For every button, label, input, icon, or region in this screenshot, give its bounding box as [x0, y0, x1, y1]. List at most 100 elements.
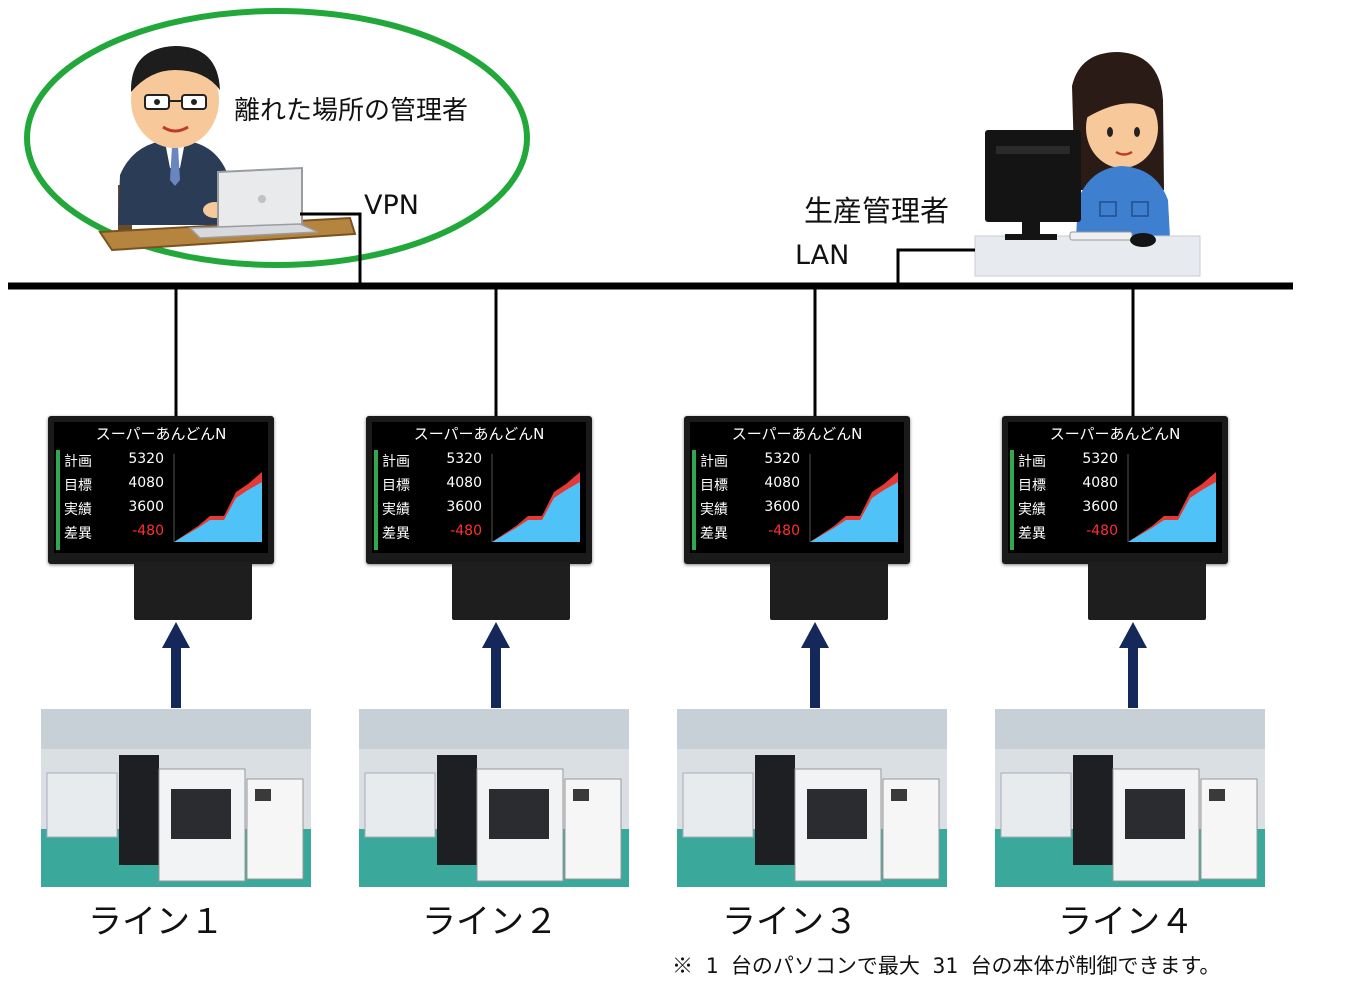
actual-row: 実績 3600	[382, 496, 482, 520]
actual-row: 実績 3600	[700, 496, 800, 520]
production-chart	[491, 454, 580, 542]
difference-row: 差異 -480	[64, 520, 164, 544]
difference-row: 差異 -480	[1018, 520, 1118, 544]
row-value: 3600	[128, 499, 164, 515]
row-value: 3600	[1082, 499, 1118, 515]
target-row: 目標 4080	[700, 472, 800, 496]
line-label-2: ライン２	[422, 902, 558, 942]
andon-display-4: スーパーあんどんN 計画 5320 目標 4080 実績 3600 差異 -480	[1002, 416, 1228, 564]
plan-row: 計画 5320	[1018, 448, 1118, 472]
target-row: 目標 4080	[1018, 472, 1118, 496]
row-label: 実績	[700, 502, 728, 518]
arrow-up-icon	[1119, 622, 1147, 708]
lan-connection	[896, 248, 975, 286]
andon-display-1: スーパーあんどんN 計画 5320 目標 4080 実績 3600 差異 -480	[48, 416, 274, 564]
andon-title: スーパーあんどんN	[731, 425, 863, 443]
row-label: 計画	[700, 454, 728, 470]
plan-row: 計画 5320	[382, 448, 482, 472]
row-value: 4080	[1082, 475, 1118, 491]
target-row: 目標 4080	[382, 472, 482, 496]
row-label: 計画	[64, 454, 92, 470]
row-value: 3600	[764, 499, 800, 515]
row-label: 差異	[1018, 526, 1046, 542]
chart-area	[810, 482, 898, 542]
row-label: 目標	[700, 478, 728, 494]
difference-row: 差異 -480	[700, 520, 800, 544]
control-box-icon	[770, 562, 888, 620]
row-value: 4080	[446, 475, 482, 491]
andon-screen: スーパーあんどんN 計画 5320 目標 4080 実績 3600 差異 -480	[1008, 422, 1222, 553]
plan-row: 計画 5320	[64, 448, 164, 472]
row-label: 計画	[1018, 454, 1046, 470]
laptop-icon	[188, 166, 319, 239]
row-value: 5320	[1082, 451, 1118, 467]
row-label: 差異	[64, 526, 92, 542]
status-bar	[374, 450, 378, 550]
factory-line-photo-1	[41, 709, 311, 887]
control-box-icon	[1088, 562, 1206, 620]
difference-row: 差異 -480	[382, 520, 482, 544]
row-value: -480	[768, 523, 800, 539]
target-row: 目標 4080	[64, 472, 164, 496]
production-manager-label: 生産管理者	[804, 194, 950, 228]
vpn-connection	[300, 212, 362, 286]
row-value: 5320	[128, 451, 164, 467]
row-label: 実績	[1018, 502, 1046, 518]
status-bar	[692, 450, 696, 550]
row-value: -480	[132, 523, 164, 539]
control-box-icon	[452, 562, 570, 620]
row-label: 差異	[700, 526, 728, 542]
row-value: 4080	[764, 475, 800, 491]
chart-area	[492, 482, 580, 542]
row-label: 目標	[1018, 478, 1046, 494]
row-value: 3600	[446, 499, 482, 515]
factory-line-photo-4	[995, 709, 1265, 887]
row-value: 5320	[446, 451, 482, 467]
footnote: ※ 1 台のパソコンで最大 31 台の本体が制御できます。	[672, 954, 1221, 978]
production-chart	[809, 454, 898, 542]
andon-screen: スーパーあんどんN 計画 5320 目標 4080 実績 3600 差異 -480	[690, 422, 904, 553]
vpn-label: VPN	[364, 190, 419, 221]
row-value: 4080	[128, 475, 164, 491]
desktop-monitor-icon	[985, 130, 1156, 247]
row-label: 計画	[382, 454, 410, 470]
remote-manager-highlight	[24, 8, 530, 268]
actual-row: 実績 3600	[64, 496, 164, 520]
row-label: 実績	[382, 502, 410, 518]
row-label: 差異	[382, 526, 410, 542]
status-bar	[56, 450, 60, 550]
arrow-up-icon	[482, 622, 510, 708]
andon-display-2: スーパーあんどんN 計画 5320 目標 4080 実績 3600 差異 -480	[366, 416, 592, 564]
andon-title: スーパーあんどんN	[413, 425, 545, 443]
arrow-up-icon	[801, 622, 829, 708]
andon-screen: スーパーあんどんN 計画 5320 目標 4080 実績 3600 差異 -480	[54, 422, 268, 553]
andon-title: スーパーあんどんN	[95, 425, 227, 443]
remote-manager-label: 離れた場所の管理者	[234, 96, 469, 126]
row-label: 実績	[64, 502, 92, 518]
production-chart	[173, 454, 262, 542]
line-label-3: ライン３	[722, 902, 858, 942]
remote-manager-person-icon	[118, 46, 232, 233]
row-value: 5320	[764, 451, 800, 467]
actual-row: 実績 3600	[1018, 496, 1118, 520]
arrow-up-icon	[162, 622, 190, 708]
office-desk	[974, 235, 1201, 277]
andon-display-3: スーパーあんどんN 計画 5320 目標 4080 実績 3600 差異 -480	[684, 416, 910, 564]
production-manager-person-icon	[1072, 52, 1170, 238]
plan-row: 計画 5320	[700, 448, 800, 472]
status-bar	[1010, 450, 1014, 550]
line-label-1: ライン１	[88, 902, 224, 942]
row-value: -480	[450, 523, 482, 539]
control-box-icon	[134, 562, 252, 620]
andon-title: スーパーあんどんN	[1049, 425, 1181, 443]
row-label: 目標	[382, 478, 410, 494]
lan-label: LAN	[795, 240, 850, 271]
chart-area	[174, 482, 262, 542]
factory-line-photo-3	[677, 709, 947, 887]
production-chart	[1127, 454, 1216, 542]
row-value: -480	[1086, 523, 1118, 539]
row-label: 目標	[64, 478, 92, 494]
factory-line-photo-2	[359, 709, 629, 887]
chart-area	[1128, 482, 1216, 542]
